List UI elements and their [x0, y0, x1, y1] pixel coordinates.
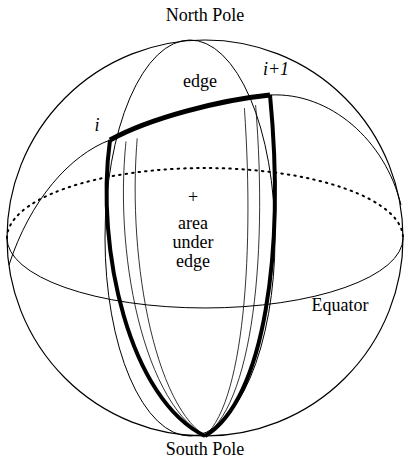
- meridian-circle: [105, 40, 275, 436]
- lune-boundary: [205, 95, 275, 436]
- edge-arc: [110, 95, 270, 140]
- edge-label: edge: [183, 72, 217, 91]
- lune-line: [205, 108, 248, 436]
- great-circle: [9, 140, 110, 265]
- lune-line: [135, 138, 205, 436]
- lune-line: [123, 142, 205, 437]
- sphere-outline: [7, 40, 403, 436]
- lune-lines: [123, 105, 259, 436]
- area-label: area under edge: [157, 214, 229, 271]
- great-circle: [270, 95, 401, 205]
- equator-label: Equator: [312, 296, 369, 315]
- pole-label: North Pole: [166, 6, 245, 25]
- vertex-label: i: [94, 116, 99, 135]
- pole-label: South Pole: [166, 440, 245, 459]
- centroid-mark: +: [188, 188, 198, 207]
- lune-line: [205, 105, 260, 436]
- vertex-label: i+1: [263, 60, 289, 79]
- lune-boundary: [107, 140, 205, 436]
